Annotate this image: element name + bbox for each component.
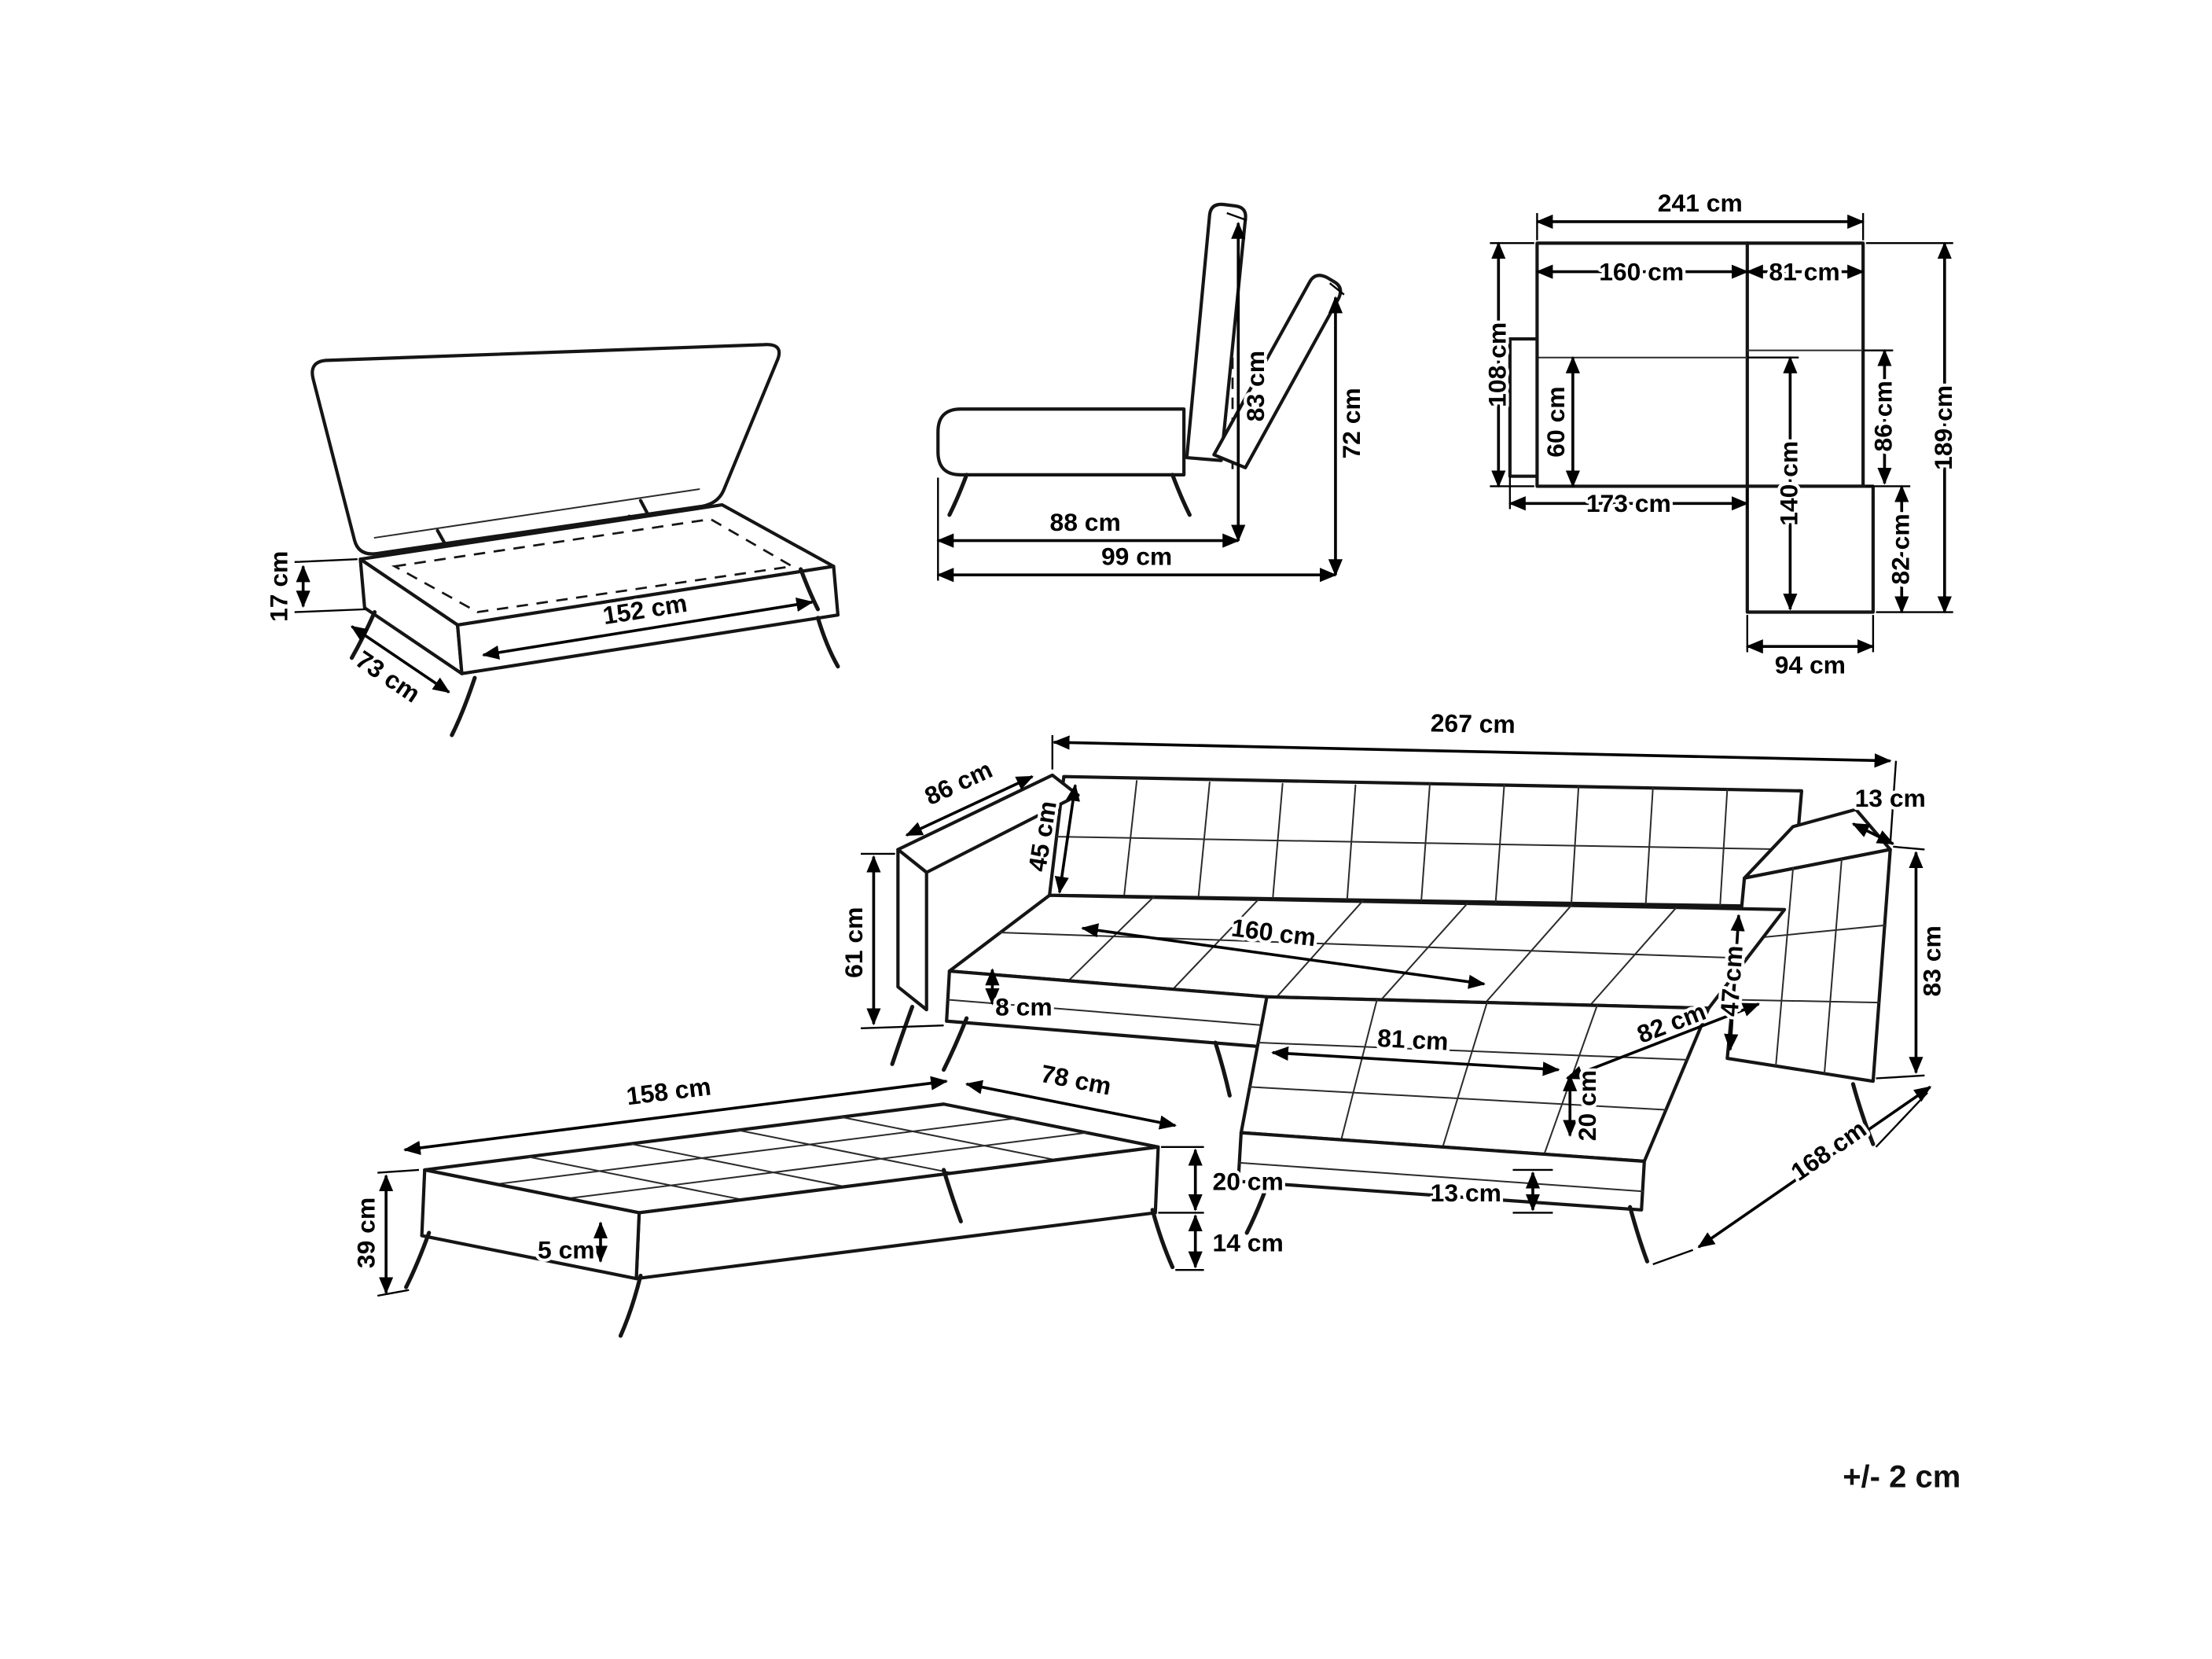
ottoman-perspective-view: 158 cm 78 cm 39 cm 5 cm 20 cm 14 cm xyxy=(349,1056,1287,1338)
dim-sofa-seat-height: 61 cm xyxy=(840,907,868,978)
plan-main-body xyxy=(1535,241,1865,488)
dim-bench-width-line xyxy=(482,597,814,660)
dim-plan-left-depth: 108 cm xyxy=(1483,322,1511,407)
dim-plan-seat-depth: 60 cm xyxy=(1541,386,1570,457)
dim-sofa-armrest-top-width: 13 cm xyxy=(1855,784,1926,812)
tolerance-note: +/- 2 cm xyxy=(1843,1460,1960,1495)
plan-left-armrest xyxy=(1508,337,1539,478)
plan-chaise xyxy=(1745,484,1875,614)
dim-plan-base-width: 173 cm xyxy=(1586,489,1671,517)
dim-sofa-armrest-height: 83 cm xyxy=(1917,925,1946,996)
dim-recliner-seat-depth: 88 cm xyxy=(1050,508,1121,536)
dim-sofa-armrest-depth-line xyxy=(905,775,1034,837)
dim-ottoman-base-height: 20 cm xyxy=(1213,1167,1284,1195)
recliner-seat xyxy=(936,407,1186,476)
sofa-seat-front-seam xyxy=(947,999,1266,1027)
ottoman-legs xyxy=(404,1168,1175,1338)
dim-ottoman-tuft-depth: 5 cm xyxy=(538,1236,595,1264)
bench-legs xyxy=(349,567,840,738)
bench-height-extensions xyxy=(294,558,366,613)
dim-sofa-armrest-top-width-line xyxy=(1851,822,1894,845)
dim-bench-height: 17 cm xyxy=(265,551,293,622)
dim-ottoman-width: 158 cm xyxy=(625,1072,713,1110)
sofa-legs xyxy=(890,1005,1876,1264)
dim-ottoman-width-line xyxy=(402,1076,948,1155)
recliner-extensions xyxy=(937,212,1345,581)
sofa-chaise-front-band xyxy=(1236,1131,1646,1212)
dim-sofa-armrest-inner-height: 47 cm xyxy=(1715,944,1748,1017)
dim-sofa-armrest-inner-height-line xyxy=(1724,914,1745,1051)
dim-recliner-reclined-height: 72 cm xyxy=(1337,388,1365,458)
storage-bench-view: 17 cm 73 cm 152 cm xyxy=(262,343,840,738)
dim-sofa-chaise-cushion-height: 20 cm xyxy=(1573,1070,1601,1141)
dim-plan-total-width: 241 cm xyxy=(1658,189,1743,217)
recliner-side-view: 83 cm 72 cm 88 cm 99 cm xyxy=(936,202,1369,583)
dim-plan-left-width: 160 cm xyxy=(1599,258,1684,286)
bench-box-interior xyxy=(391,517,796,613)
dim-plan-right-width: 81 cm xyxy=(1769,258,1839,286)
dim-ottoman-height: 39 cm xyxy=(352,1197,380,1268)
dim-bench-depth: 73 cm xyxy=(351,645,425,708)
sofa-right-armrest-front xyxy=(1725,848,1892,1083)
dim-ottoman-leg-height: 14 cm xyxy=(1213,1229,1284,1257)
dim-sofa-chaise-total-line xyxy=(1697,1085,1932,1249)
bench-lid-inner-edge xyxy=(373,488,700,539)
recliner-backrest-upright xyxy=(1185,202,1247,462)
dim-sofa-total-width: 267 cm xyxy=(1430,708,1516,738)
dim-recliner-total-depth: 99 cm xyxy=(1101,542,1172,570)
dim-sofa-armrest-depth: 86 cm xyxy=(920,755,997,811)
floor-plan-view: 241 cm 160 cm 81 cm 108 cm 60 cm 173 cm … xyxy=(1479,186,1960,682)
sofa-backrest-seams xyxy=(1056,780,1797,907)
sofa-extensions xyxy=(861,734,1928,1266)
dim-plan-right-depth: 86 cm xyxy=(1869,381,1898,451)
dim-sofa-backrest-height-line xyxy=(1054,783,1080,894)
recliner-legs xyxy=(947,473,1192,517)
sofa-right-armrest-seams xyxy=(1732,859,1886,1074)
dim-sofa-chaise-width-line xyxy=(1271,1046,1560,1076)
dim-sofa-total-width-line xyxy=(1052,735,1892,768)
dim-bench-depth-line xyxy=(350,625,450,693)
dim-recliner-upright-height: 83 cm xyxy=(1241,351,1270,421)
dim-plan-chaise-width: 94 cm xyxy=(1775,651,1846,679)
dim-sofa-seat-width-line xyxy=(1081,923,1486,989)
dim-plan-total-depth: 189 cm xyxy=(1929,385,1957,470)
sofa-left-armrest-front xyxy=(896,848,928,1012)
dim-plan-chaise-overhang: 82 cm xyxy=(1886,513,1914,584)
dim-plan-chaise-length: 140 cm xyxy=(1774,441,1802,526)
dim-sofa-chaise-width: 81 cm xyxy=(1376,1024,1449,1056)
sofa-chaise-front-seam xyxy=(1239,1161,1644,1193)
ottoman-left-band xyxy=(420,1168,641,1281)
dim-ottoman-depth: 78 cm xyxy=(1038,1059,1113,1101)
dim-sofa-chaise-total-length: 168 cm xyxy=(1786,1114,1872,1186)
ottoman-extensions xyxy=(377,1146,1204,1297)
sofa-perspective-view: 267 cm 86 cm 45 cm 13 cm 61 cm 160 cm 8 … xyxy=(836,705,1949,1266)
dim-ottoman-depth-line xyxy=(965,1080,1178,1130)
dim-sofa-cushion-height: 8 cm xyxy=(995,992,1053,1021)
dim-sofa-leg-height: 13 cm xyxy=(1431,1179,1501,1207)
